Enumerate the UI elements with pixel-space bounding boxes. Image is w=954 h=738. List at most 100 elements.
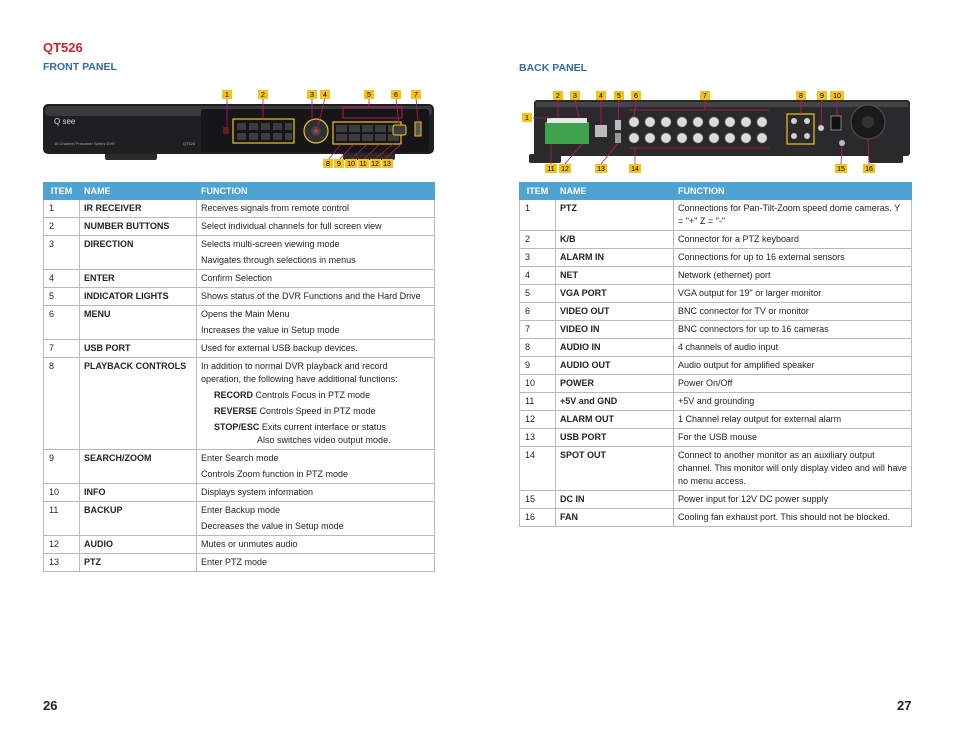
- row-name: INDICATOR LIGHTS: [79, 287, 197, 306]
- row-function: Mutes or unmutes audio: [196, 535, 435, 554]
- row-item-number: 15: [519, 490, 556, 509]
- function-line: Increases the value in Setup mode: [201, 325, 340, 335]
- function-line: Opens the Main Menu: [201, 309, 290, 319]
- function-line: Connections for Pan-Tilt-Zoom speed dome…: [678, 203, 900, 226]
- row-function: Confirm Selection: [196, 269, 435, 288]
- row-name: PTZ: [79, 553, 197, 572]
- row-name: VGA PORT: [555, 284, 674, 303]
- row-function: Shows status of the DVR Functions and th…: [196, 287, 435, 306]
- function-line: Used for external USB backup devices.: [201, 343, 358, 353]
- row-name: ENTER: [79, 269, 197, 288]
- back-callout-4: 4: [599, 93, 603, 100]
- subitem-key: RECORD: [214, 390, 254, 400]
- function-line: +5V and grounding: [678, 396, 755, 406]
- row-function: Used for external USB backup devices.: [196, 339, 435, 358]
- row-function: Receives signals from remote control: [196, 199, 435, 218]
- front-callout-6: 6: [394, 92, 398, 99]
- function-line: Controls Zoom function in PTZ mode: [201, 469, 349, 479]
- row-function: Power On/Off: [673, 374, 912, 393]
- row-name: VIDEO IN: [555, 320, 674, 339]
- row-item-number: 10: [43, 483, 80, 502]
- row-item-number: 3: [519, 248, 556, 267]
- front-callout-10: 10: [347, 161, 355, 168]
- table-row: 11+5V and GND+5V and grounding: [519, 392, 912, 411]
- front-callout-1: 1: [225, 92, 229, 99]
- row-item-number: 4: [519, 266, 556, 285]
- row-function: Connect to another monitor as an auxilia…: [673, 446, 912, 491]
- row-name: +5V and GND: [555, 392, 674, 411]
- row-item-number: 11: [43, 501, 80, 536]
- function-line: In addition to normal DVR playback and r…: [201, 361, 398, 384]
- function-line: Selects multi-screen viewing mode: [201, 239, 340, 249]
- row-name: AUDIO: [79, 535, 197, 554]
- header-name: NAME: [79, 182, 197, 200]
- row-item-number: 10: [519, 374, 556, 393]
- row-item-number: 8: [519, 338, 556, 357]
- row-function: +5V and grounding: [673, 392, 912, 411]
- row-name: SEARCH/ZOOM: [79, 449, 197, 484]
- table-header-row: ITEM NAME FUNCTION: [43, 182, 435, 200]
- row-item-number: 7: [43, 339, 80, 358]
- function-line: Enter Backup mode: [201, 505, 281, 515]
- row-function: Select individual channels for full scre…: [196, 217, 435, 236]
- row-name: DIRECTION: [79, 235, 197, 270]
- row-item-number: 16: [519, 508, 556, 527]
- row-item-number: 7: [519, 320, 556, 339]
- front-model-label: QT526: [183, 141, 196, 146]
- function-line: Decreases the value in Setup mode: [201, 521, 344, 531]
- row-name: MENU: [79, 305, 197, 340]
- row-item-number: 9: [43, 449, 80, 484]
- front-callout-3: 3: [310, 92, 314, 99]
- row-item-number: 1: [43, 199, 80, 218]
- front-panel-image: Q see 16 Channel Prosumer Series DVR QT5…: [43, 88, 434, 168]
- row-item-number: 12: [43, 535, 80, 554]
- header-function: FUNCTION: [673, 182, 912, 200]
- header-name: NAME: [555, 182, 674, 200]
- back-callout-14: 14: [631, 166, 639, 173]
- row-item-number: 2: [43, 217, 80, 236]
- function-line: Navigates through selections in menus: [201, 255, 356, 265]
- function-subitem: RECORD Controls Focus in PTZ mode: [201, 389, 430, 402]
- row-name: AUDIO OUT: [555, 356, 674, 375]
- row-item-number: 14: [519, 446, 556, 491]
- back-callout-7: 7: [703, 93, 707, 100]
- row-name: ALARM OUT: [555, 410, 674, 429]
- row-name: DC IN: [555, 490, 674, 509]
- row-function: Network (ethernet) port: [673, 266, 912, 285]
- front-callout-2: 2: [261, 92, 265, 99]
- row-item-number: 2: [519, 230, 556, 249]
- function-line: 4 channels of audio input: [678, 342, 779, 352]
- header-item: ITEM: [43, 182, 80, 200]
- row-function: Power input for 12V DC power supply: [673, 490, 912, 509]
- page-number-right: 27: [897, 698, 912, 713]
- function-line: Mutes or unmutes audio: [201, 539, 298, 549]
- row-item-number: 1: [519, 199, 556, 231]
- front-callout-8: 8: [326, 161, 330, 168]
- front-callout-11: 11: [359, 161, 366, 168]
- header-function: FUNCTION: [196, 182, 435, 200]
- row-function: 1 Channel relay output for external alar…: [673, 410, 912, 429]
- function-line: Connect to another monitor as an auxilia…: [678, 450, 907, 486]
- row-function: In addition to normal DVR playback and r…: [196, 357, 435, 450]
- back-callout-8: 8: [799, 93, 803, 100]
- row-function: BNC connector for TV or monitor: [673, 302, 912, 321]
- function-line: Enter PTZ mode: [201, 557, 268, 567]
- back-callout-1: 1: [525, 115, 529, 122]
- page-number-left: 26: [43, 698, 58, 713]
- row-name: POWER: [555, 374, 674, 393]
- back-callout-15: 15: [837, 166, 845, 173]
